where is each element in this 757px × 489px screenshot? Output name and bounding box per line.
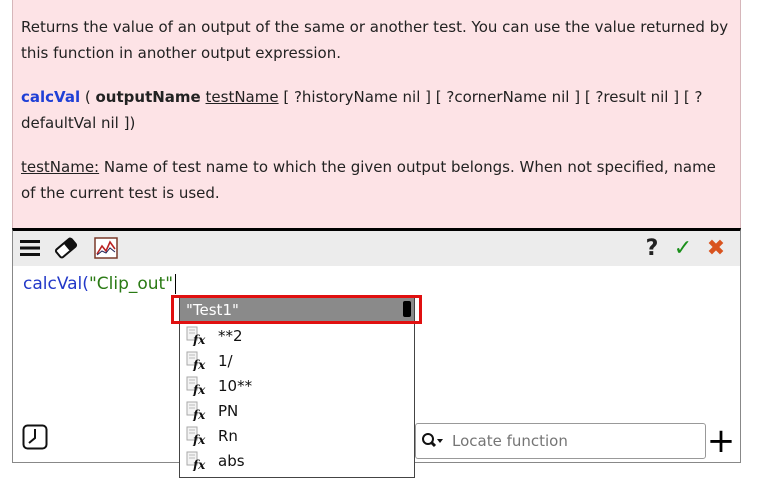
scrollbar-thumb[interactable] — [403, 301, 411, 317]
autocomplete-item-abs[interactable]: fx abs — [180, 448, 414, 473]
param-name: testName: — [21, 158, 100, 176]
list-item-label: **2 — [218, 326, 243, 345]
svg-text:fx: fx — [192, 333, 206, 346]
autocomplete-item-pow10[interactable]: fx 10** — [180, 373, 414, 398]
signature-function-name: calcVal — [21, 88, 81, 106]
svg-text:fx: fx — [192, 433, 206, 446]
expression-paren: ( — [82, 274, 89, 294]
expression-toolbar: ? ✓ ✖ — [12, 228, 741, 266]
help-signature: calcVal ( outputName testName [ ?history… — [21, 84, 732, 136]
svg-text:fx: fx — [192, 408, 206, 421]
list-item-label: 10** — [218, 376, 253, 395]
list-item-label: Rn — [218, 426, 238, 445]
list-item-label: 1/ — [218, 351, 233, 370]
search-icon[interactable] — [416, 432, 450, 450]
add-function-button[interactable]: + — [706, 421, 736, 461]
text-caret — [175, 274, 177, 294]
expression-text[interactable]: calcVal("Clip_out" — [23, 274, 177, 294]
list-item-label: "Test1" — [186, 301, 239, 319]
help-param: testName: Name of test name to which the… — [21, 154, 732, 206]
help-description: Returns the value of an output of the sa… — [21, 18, 729, 62]
ok-button[interactable]: ✓ — [673, 235, 693, 261]
list-item-label: abs — [218, 451, 245, 470]
svg-text:fx: fx — [192, 458, 206, 471]
fx-icon: fx — [186, 401, 210, 422]
fx-icon: fx — [186, 426, 210, 447]
chart-icon[interactable] — [93, 236, 119, 260]
signature-open: ( — [80, 88, 96, 106]
autocomplete-list[interactable]: "Test1" fx **2 fx 1/ fx 10** fx PN fx Rn… — [179, 296, 415, 478]
fx-icon: fx — [186, 451, 210, 472]
signature-optional-args: [ ?historyName nil ] [ ?cornerName nil ]… — [21, 88, 703, 132]
cancel-button[interactable]: ✖ — [706, 235, 726, 261]
hamburger-menu-icon[interactable] — [17, 236, 43, 260]
fx-icon: fx — [186, 376, 210, 397]
expression-argument: "Clip_out" — [88, 274, 174, 294]
help-button[interactable]: ? — [645, 235, 659, 261]
history-clock-icon[interactable] — [22, 424, 48, 450]
autocomplete-item-reciprocal[interactable]: fx 1/ — [180, 348, 414, 373]
eraser-icon[interactable] — [53, 236, 79, 260]
autocomplete-item-test1[interactable]: "Test1" — [180, 297, 414, 323]
signature-arg-output: outputName — [95, 88, 201, 106]
autocomplete-item-rn[interactable]: fx Rn — [180, 423, 414, 448]
locate-function-box — [415, 423, 706, 459]
fx-icon: fx — [186, 326, 210, 347]
list-item-label: PN — [218, 401, 239, 420]
expression-function: calcVal — [23, 274, 83, 294]
autocomplete-item-pow2[interactable]: fx **2 — [180, 323, 414, 348]
locate-function-input[interactable] — [450, 431, 684, 451]
fx-icon: fx — [186, 351, 210, 372]
param-description: Name of test name to which the given out… — [21, 158, 716, 202]
function-help-panel: Returns the value of an output of the sa… — [12, 0, 741, 228]
autocomplete-item-pn[interactable]: fx PN — [180, 398, 414, 423]
signature-arg-test: testName — [205, 88, 279, 106]
svg-text:fx: fx — [192, 383, 206, 396]
svg-text:fx: fx — [192, 358, 206, 371]
